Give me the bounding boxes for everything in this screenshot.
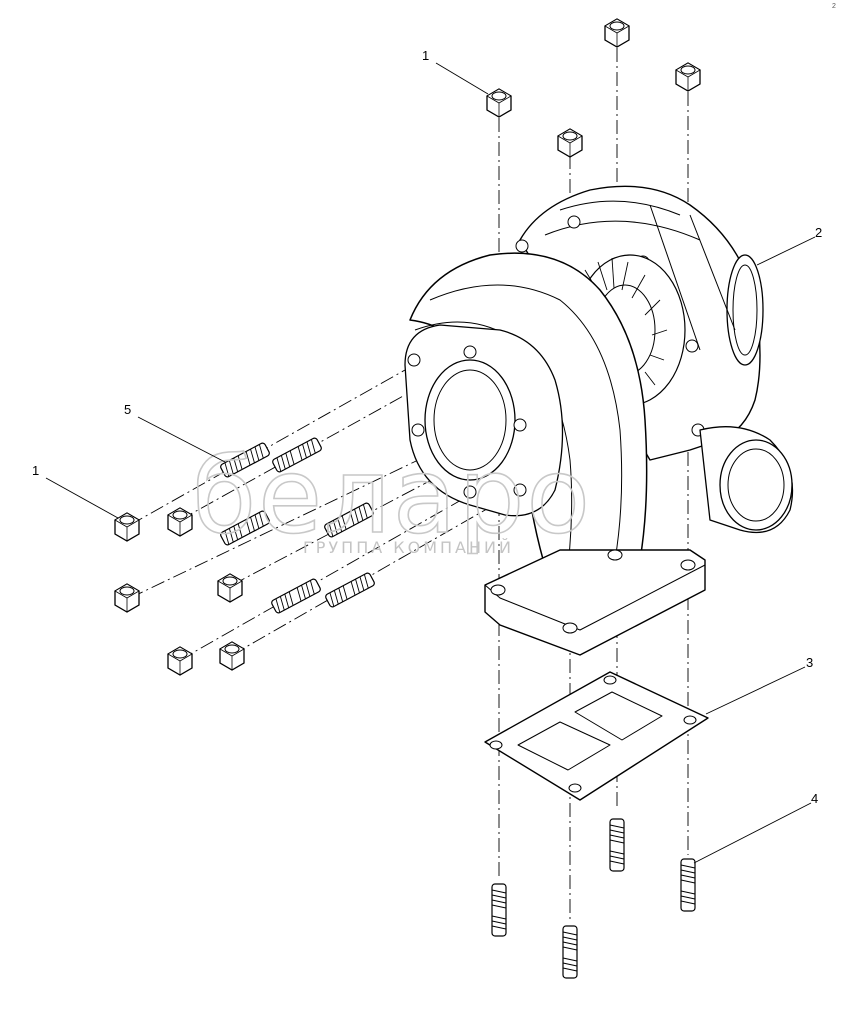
callout-1-left: 1 xyxy=(32,463,39,478)
callout-3: 3 xyxy=(806,655,813,670)
callout-4: 4 xyxy=(811,791,818,806)
nut-left-5 xyxy=(167,646,193,676)
nut-top-1 xyxy=(486,88,512,118)
corner-mark: 2 xyxy=(832,3,836,10)
stud-h-5 xyxy=(270,577,322,615)
nut-left-3 xyxy=(114,583,140,613)
turbocharger xyxy=(404,185,794,656)
leader-lines xyxy=(45,62,816,864)
nut-left-6 xyxy=(219,641,245,671)
nut-left-4 xyxy=(217,573,243,603)
nut-top-3 xyxy=(675,62,701,92)
stud-v-1 xyxy=(609,818,625,872)
stud-v-3 xyxy=(491,883,507,937)
callout-1-top: 1 xyxy=(422,48,429,63)
stud-h-6 xyxy=(324,571,376,609)
nut-left-1 xyxy=(114,512,140,542)
watermark-subtitle: ГРУППА КОМПАНИЙ xyxy=(303,538,514,557)
stud-v-2 xyxy=(680,858,696,912)
nut-top-4 xyxy=(557,128,583,158)
watermark-brand: белаpo xyxy=(192,435,592,557)
callout-2: 2 xyxy=(815,225,822,240)
nut-top-2 xyxy=(604,18,630,48)
stud-v-4 xyxy=(562,925,578,979)
callout-5: 5 xyxy=(124,402,131,417)
nut-left-2 xyxy=(167,507,193,537)
gasket xyxy=(484,671,709,801)
watermark: белаpo ГРУППА КОМПАНИЙ xyxy=(191,434,592,558)
